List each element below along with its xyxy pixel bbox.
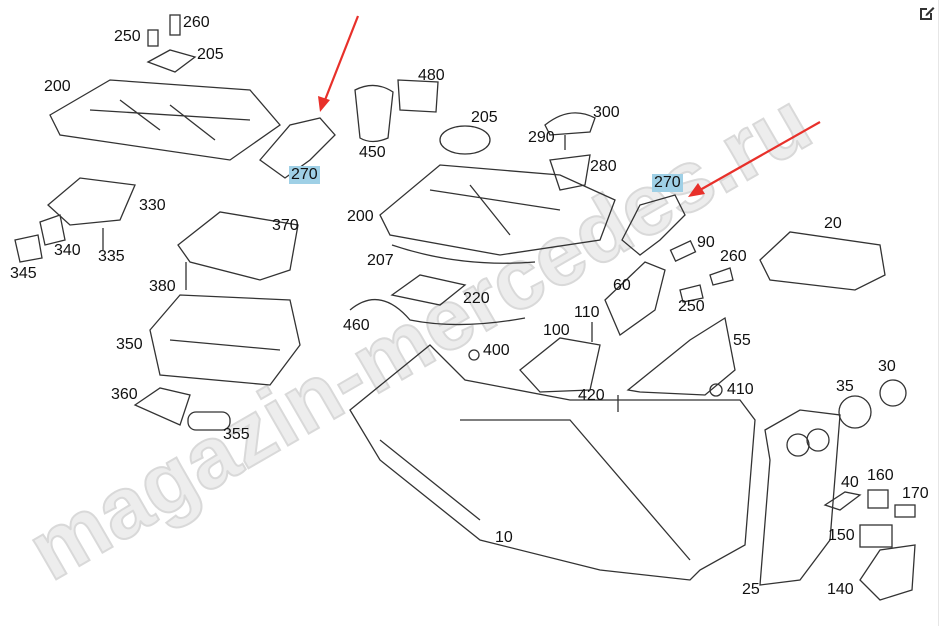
part-100 bbox=[519, 337, 601, 393]
callout-90: 90 bbox=[697, 234, 715, 251]
callout-420: 420 bbox=[578, 387, 605, 404]
part-205-left bbox=[146, 49, 197, 73]
callout-10: 10 bbox=[495, 529, 513, 546]
callout-335: 335 bbox=[98, 248, 125, 265]
part-20 bbox=[759, 231, 886, 291]
part-350 bbox=[149, 294, 301, 386]
callout-140: 140 bbox=[827, 581, 854, 598]
part-355 bbox=[187, 411, 231, 431]
callout-355: 355 bbox=[223, 426, 250, 443]
callout-330: 330 bbox=[139, 197, 166, 214]
callout-200: 200 bbox=[347, 208, 374, 225]
part-480 bbox=[397, 79, 439, 113]
part-205-right bbox=[439, 125, 491, 155]
part-207 bbox=[391, 244, 536, 264]
callout-55: 55 bbox=[733, 332, 751, 349]
part-330 bbox=[47, 177, 136, 226]
edit-icon[interactable] bbox=[918, 4, 936, 22]
callout-250: 250 bbox=[678, 298, 705, 315]
part-35 bbox=[838, 395, 872, 429]
callout-380: 380 bbox=[149, 278, 176, 295]
part-30 bbox=[879, 379, 907, 407]
callout-260: 260 bbox=[720, 248, 747, 265]
part-250-left bbox=[147, 29, 159, 47]
callout-270-highlighted[interactable]: 270 bbox=[289, 166, 320, 184]
callout-207: 207 bbox=[367, 252, 394, 269]
part-60 bbox=[604, 261, 666, 336]
part-360 bbox=[133, 387, 191, 426]
part-200-left bbox=[49, 79, 281, 161]
callout-25: 25 bbox=[742, 581, 760, 598]
part-300 bbox=[544, 112, 596, 136]
part-170 bbox=[894, 504, 916, 518]
red-arrow-left-head bbox=[318, 96, 330, 112]
part-340 bbox=[39, 214, 66, 246]
callout-100: 100 bbox=[543, 322, 570, 339]
part-370 bbox=[177, 211, 299, 281]
callout-200: 200 bbox=[44, 78, 71, 95]
callout-340: 340 bbox=[54, 242, 81, 259]
callout-280: 280 bbox=[590, 158, 617, 175]
callout-270-highlighted[interactable]: 270 bbox=[652, 174, 683, 192]
part-25 bbox=[759, 409, 841, 586]
callout-370: 370 bbox=[272, 217, 299, 234]
callout-160: 160 bbox=[867, 467, 894, 484]
part-400 bbox=[468, 349, 480, 361]
part-160 bbox=[867, 489, 889, 509]
callout-400: 400 bbox=[483, 342, 510, 359]
part-220 bbox=[390, 274, 467, 306]
callout-110: 110 bbox=[574, 304, 600, 321]
red-arrow-left bbox=[323, 15, 360, 101]
part-150 bbox=[859, 524, 893, 548]
callout-40: 40 bbox=[841, 474, 859, 491]
red-arrow-right bbox=[699, 121, 821, 191]
callout-290: 290 bbox=[528, 129, 555, 146]
callout-30: 30 bbox=[878, 358, 896, 375]
callout-205: 205 bbox=[197, 46, 224, 63]
part-90 bbox=[669, 240, 697, 262]
part-10 bbox=[349, 344, 756, 581]
part-450 bbox=[354, 84, 394, 143]
part-25-vent-right bbox=[806, 428, 830, 452]
callout-260: 260 bbox=[183, 14, 210, 31]
callout-460: 460 bbox=[343, 317, 370, 334]
callout-480: 480 bbox=[418, 67, 445, 84]
callout-410: 410 bbox=[727, 381, 754, 398]
callout-220: 220 bbox=[463, 290, 490, 307]
callout-205: 205 bbox=[471, 109, 498, 126]
part-260-right bbox=[709, 267, 734, 286]
part-260-left bbox=[169, 14, 181, 36]
part-200-right bbox=[379, 164, 616, 256]
part-270-right bbox=[621, 194, 686, 256]
callout-450: 450 bbox=[359, 144, 386, 161]
callout-60: 60 bbox=[613, 277, 631, 294]
callout-170: 170 bbox=[902, 485, 929, 502]
part-345 bbox=[14, 234, 43, 263]
callout-20: 20 bbox=[824, 215, 842, 232]
part-140 bbox=[859, 544, 916, 601]
callout-35: 35 bbox=[836, 378, 854, 395]
callout-345: 345 bbox=[10, 265, 37, 282]
callout-350: 350 bbox=[116, 336, 143, 353]
part-280 bbox=[549, 154, 591, 191]
part-270-left bbox=[259, 117, 336, 179]
part-40 bbox=[823, 491, 862, 511]
part-460 bbox=[349, 298, 526, 326]
red-arrow-right-head bbox=[688, 183, 705, 197]
callout-250: 250 bbox=[114, 28, 141, 45]
part-55 bbox=[626, 316, 736, 396]
part-250-right bbox=[679, 284, 704, 303]
callout-300: 300 bbox=[593, 104, 620, 121]
callout-150: 150 bbox=[828, 527, 855, 544]
part-410 bbox=[709, 383, 723, 397]
part-25-vent-left bbox=[786, 433, 810, 457]
callout-360: 360 bbox=[111, 386, 138, 403]
